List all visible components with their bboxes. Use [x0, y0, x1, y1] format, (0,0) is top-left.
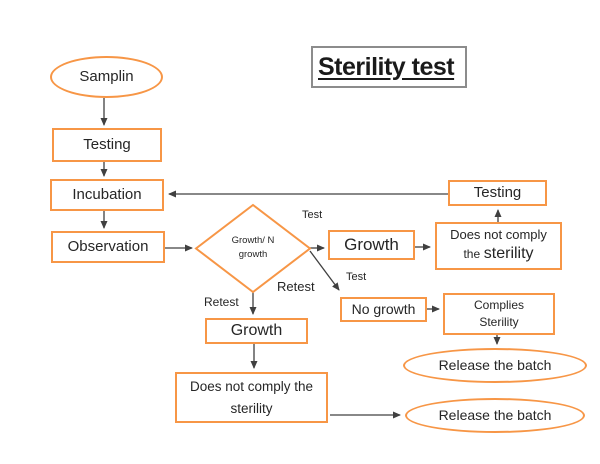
node-decision: Growth/ N growth	[203, 230, 303, 266]
node-testing-1-label: Testing	[83, 136, 131, 154]
node-incubation-label: Incubation	[72, 186, 142, 204]
node-sampling: Samplin	[50, 56, 163, 98]
node-dnc-right-line2: the sterility	[463, 244, 533, 265]
node-release-1-label: Release the batch	[438, 357, 552, 374]
node-observation: Observation	[51, 231, 165, 263]
node-no-growth-label: No growth	[351, 301, 416, 318]
node-dnc-right-line2-the: the	[463, 247, 481, 262]
node-dnc-right-line1: Does not comply	[450, 227, 547, 243]
node-complies-line2: Sterility	[479, 315, 519, 329]
node-release-2-label: Release the batch	[438, 407, 552, 424]
node-no-growth: No growth	[340, 297, 427, 322]
arrow-decision-to-no-growth	[309, 250, 340, 291]
node-testing-1: Testing	[52, 128, 162, 162]
node-does-not-comply-right: Does not comply the sterility	[435, 222, 562, 270]
node-decision-line2: growth	[238, 249, 268, 260]
node-does-not-comply-bottom: Does not comply the sterility	[175, 372, 328, 423]
node-growth-right-label: Growth	[344, 234, 399, 254]
page-title: Sterility test	[318, 52, 455, 81]
edge-label-test-top: Test	[302, 209, 323, 221]
node-growth-right: Growth	[328, 230, 415, 260]
node-release-batch-1: Release the batch	[403, 348, 587, 383]
decision-diamond-shape	[194, 203, 312, 294]
node-dnc-bottom-line1: Does not comply the	[189, 378, 314, 394]
node-release-batch-2: Release the batch	[405, 398, 585, 433]
node-incubation: Incubation	[50, 179, 164, 211]
title-box: Sterility test	[311, 46, 467, 88]
node-dnc-right-line2-sterility: sterility	[483, 245, 534, 263]
node-testing-2: Testing	[448, 180, 547, 206]
node-growth-bottom: Growth	[205, 318, 308, 344]
edge-label-retest-right: Retest	[277, 279, 315, 294]
node-complies-sterility: Complies Sterility	[443, 293, 555, 335]
node-testing-2-label: Testing	[473, 184, 522, 202]
node-dnc-bottom-line2: sterility	[230, 400, 273, 416]
node-observation-label: Observation	[67, 238, 149, 256]
node-decision-line1: Growth/ N	[231, 234, 275, 246]
node-sampling-label: Samplin	[79, 68, 134, 86]
node-growth-bottom-label: Growth	[230, 321, 283, 339]
node-complies-line1: Complies	[473, 297, 524, 312]
edge-label-test-right: Test	[346, 271, 367, 283]
edge-label-retest-left: Retest	[204, 295, 239, 309]
